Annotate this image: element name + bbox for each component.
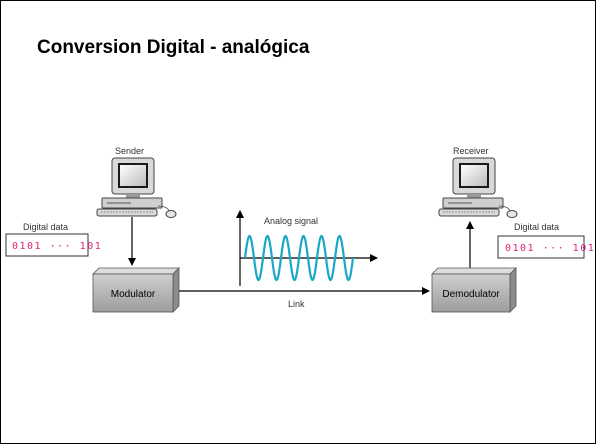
receiver-bits: 0101 ··· 101 [505, 243, 595, 254]
receiver-data-label: Digital data [514, 222, 559, 232]
receiver-bits-box [497, 235, 585, 259]
modulator-box: Modulator [92, 267, 180, 313]
analog-signal-wave [243, 234, 355, 282]
signal-label: Analog signal [264, 216, 318, 226]
computer-icon [438, 157, 518, 218]
receiver-label: Receiver [453, 146, 489, 156]
demodulator-label: Demodulator [442, 289, 500, 300]
sender-data-label: Digital data [23, 222, 68, 232]
demodulator-box: Demodulator [431, 267, 517, 313]
computer-icon [96, 157, 177, 218]
modulator-label: Modulator [111, 289, 156, 300]
sender-bits: 0101 ··· 101 [12, 241, 102, 252]
slide-title: Conversion Digital - analógica [37, 37, 310, 58]
sender-bits-box [5, 233, 89, 257]
sender-label: Sender [115, 146, 144, 156]
link-label: Link [288, 299, 305, 309]
